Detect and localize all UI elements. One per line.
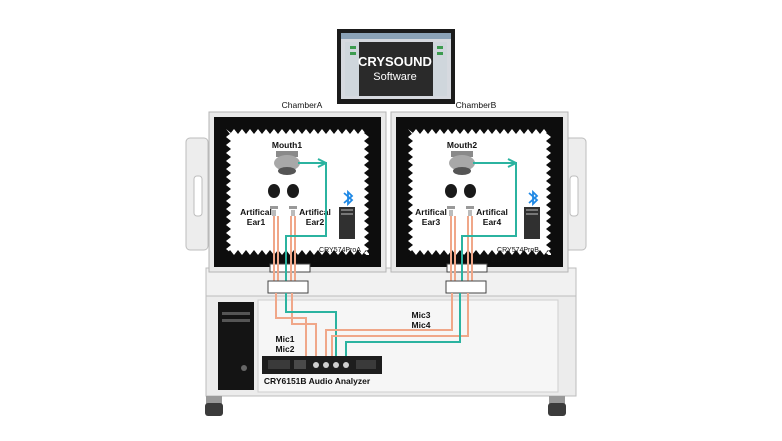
mouth2-label: Mouth2 [447, 140, 477, 150]
analyzer-label: CRY6151B Audio Analyzer [264, 376, 371, 386]
mouth1-simulator [274, 151, 300, 175]
panel-connector-b [445, 280, 487, 294]
right-handle [563, 137, 587, 251]
cabinet [205, 267, 577, 397]
pc-tower-icon [218, 302, 254, 390]
left-handle [185, 137, 209, 251]
chamber-b [390, 111, 569, 273]
chamber-a-title: ChamberA [282, 100, 323, 110]
dongle-a-label-2: Bluetooth Dongle [313, 257, 367, 264]
ear1-label-2: Ear1 [247, 217, 266, 227]
audio-analyzer [262, 356, 382, 374]
mouth1-label: Mouth1 [272, 140, 302, 150]
dongle-a-label-1: CRY574ProA [319, 247, 361, 254]
ear3-fixture [447, 206, 455, 216]
ear1-label-1: Artifical [240, 207, 272, 217]
ear2-fixture [289, 206, 297, 216]
ear3-label-2: Ear3 [422, 217, 441, 227]
panel-connector-a [267, 280, 309, 294]
mic1-label: Mic1 [276, 334, 295, 344]
wheel-icon [548, 396, 566, 416]
bluetooth-icon [343, 189, 354, 207]
cables-chamber-a [273, 158, 327, 286]
ear1-fixture [270, 206, 278, 216]
ear3-label-1: Artifical [415, 207, 447, 217]
ear2-label-1: Artifical [299, 207, 331, 217]
dongle-b [524, 207, 540, 239]
cables-chamber-b [450, 158, 517, 286]
dongle-b-label-1: CRY574ProB [497, 247, 539, 254]
ear2-label-2: Ear2 [306, 217, 325, 227]
mic4-label: Mic4 [412, 320, 431, 330]
mouth2-simulator [449, 151, 475, 175]
mic3-label: Mic3 [412, 310, 431, 320]
chamber-b-title: ChamberB [456, 100, 497, 110]
ear4-label-1: Artifical [476, 207, 508, 217]
earbuds-a [268, 184, 299, 198]
mic2-label: Mic2 [276, 344, 295, 354]
ear4-fixture [466, 206, 474, 216]
monitor-subtitle: Software [373, 71, 416, 83]
wheel-icon [205, 396, 223, 416]
ear4-label-2: Ear4 [483, 217, 502, 227]
dongle-a [339, 207, 355, 239]
dongle-b-label-2: Bluetooth Dongle [491, 257, 545, 264]
monitor-title: CRYSOUND [358, 54, 432, 69]
cables-to-analyzer [275, 293, 469, 356]
earbuds-b [445, 184, 476, 198]
monitor-icon [337, 29, 455, 104]
bluetooth-icon [528, 189, 539, 207]
